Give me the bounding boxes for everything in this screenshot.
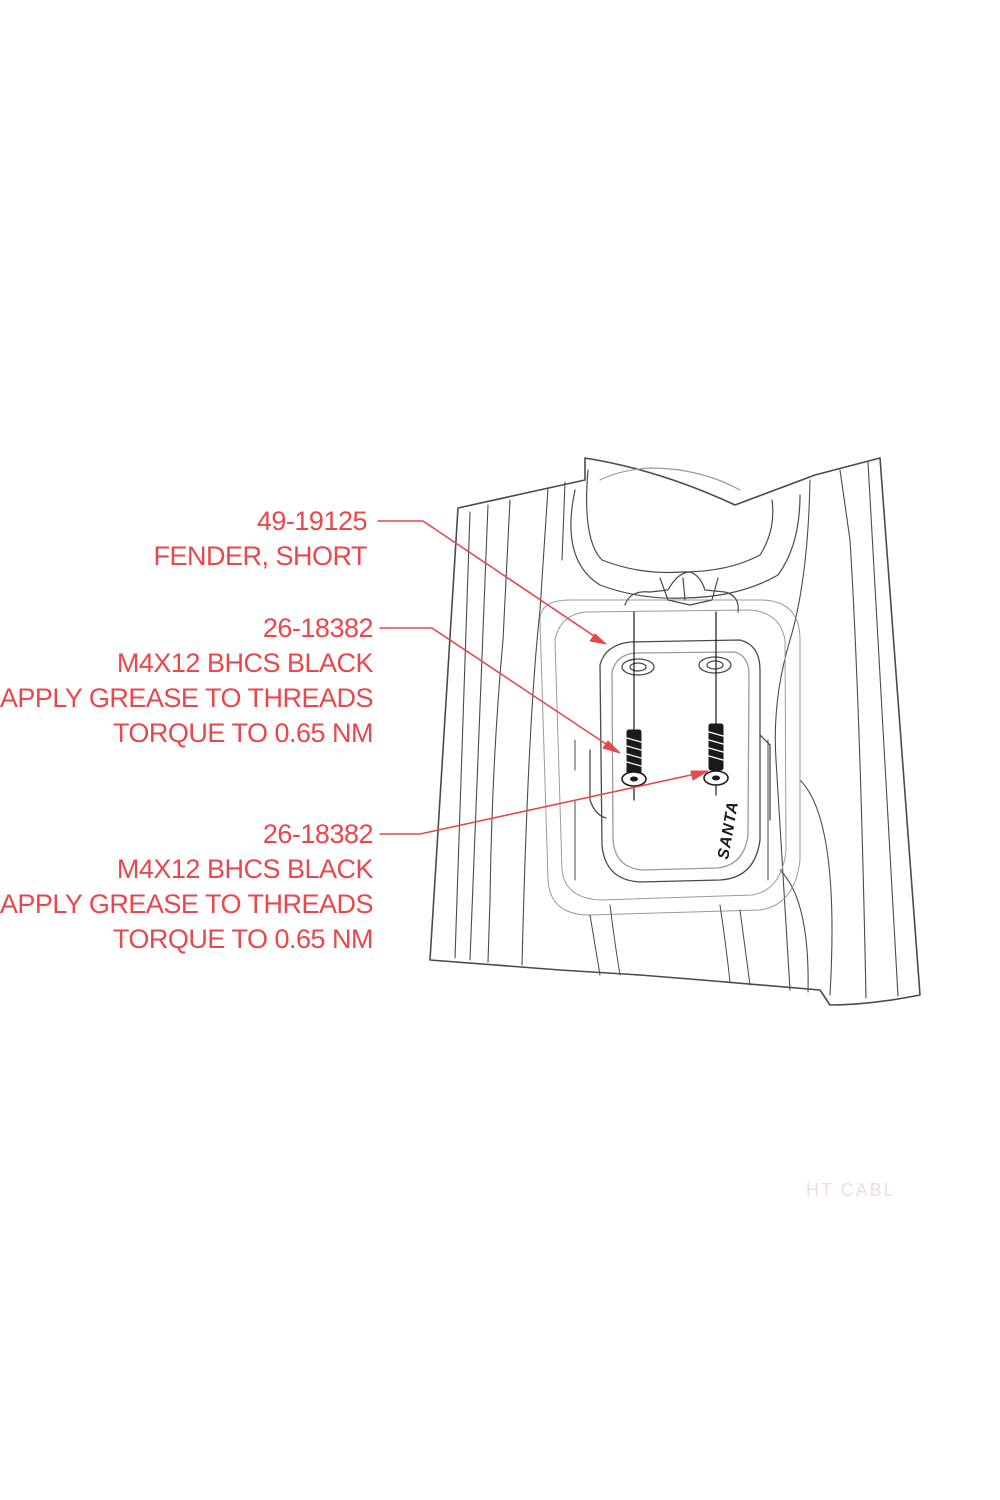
leader-arrowheads xyxy=(589,633,709,781)
screw-axis-lines xyxy=(633,611,717,741)
screw-upper-icon xyxy=(621,729,647,801)
part-number: 49-19125 xyxy=(256,506,368,536)
leader-fender xyxy=(377,520,601,641)
screw-lower-icon xyxy=(703,723,729,796)
frame-outline xyxy=(429,457,921,1006)
leader-screw-upper xyxy=(379,627,613,749)
part-description: M4X12 BHCS BLACK xyxy=(116,648,374,678)
leader-screw-lower xyxy=(379,772,701,835)
callout-screw-lower: 26-18382 M4X12 BHCS BLACK APPLY GREASE T… xyxy=(0,817,374,957)
fender-short xyxy=(589,639,771,883)
assembly-note: APPLY GREASE TO THREADS xyxy=(0,889,374,919)
faded-label: HT CABL xyxy=(806,1180,896,1200)
part-description: FENDER, SHORT xyxy=(153,541,367,571)
torque-spec: TORQUE TO 0.65 NM xyxy=(112,924,374,954)
arrowhead-screw-upper xyxy=(602,740,621,754)
part-number: 26-18382 xyxy=(262,819,374,849)
torque-spec: TORQUE TO 0.65 NM xyxy=(112,718,374,748)
leader-lines xyxy=(377,520,701,835)
left-frame-tube xyxy=(454,481,566,966)
mount-boss xyxy=(624,571,739,613)
callout-fender-short: 49-19125 FENDER, SHORT xyxy=(153,504,367,574)
callout-screw-upper: 26-18382 M4X12 BHCS BLACK APPLY GREASE T… xyxy=(0,611,374,751)
right-frame-tube xyxy=(774,461,899,999)
part-number: 26-18382 xyxy=(262,613,374,643)
arrowhead-screw-lower xyxy=(690,770,709,781)
arrowhead-fender xyxy=(589,633,607,645)
fender-logo: SANTA xyxy=(715,800,742,861)
assembly-note: APPLY GREASE TO THREADS xyxy=(0,683,374,713)
part-description: M4X12 BHCS BLACK xyxy=(116,854,374,884)
shell-contours xyxy=(539,599,801,986)
seat-tube-top xyxy=(570,467,801,599)
